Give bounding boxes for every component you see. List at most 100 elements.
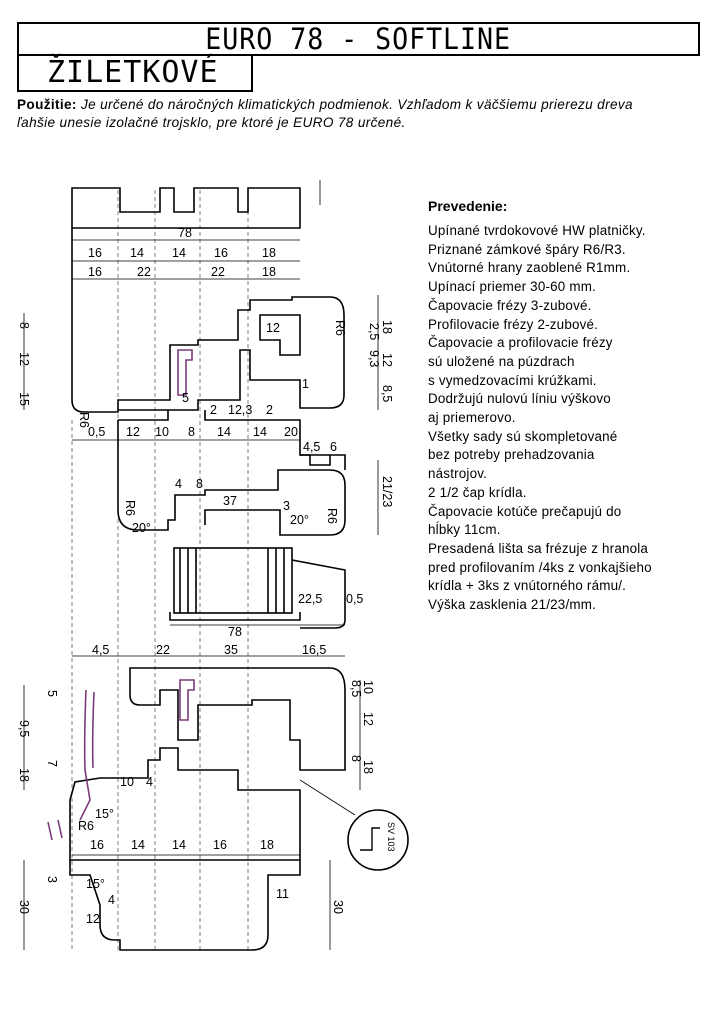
dimension-label: 16	[90, 838, 104, 852]
details-line: krídla + 3ks z vnútorného rámu/.	[428, 578, 627, 594]
details-line: Presadená lišta sa frézuje z hranola	[428, 540, 649, 556]
lower-frame-profile	[129, 667, 346, 771]
upper-frame-profile	[71, 228, 345, 413]
dimension-label: 8	[349, 755, 363, 762]
dimension-label: 4	[146, 775, 153, 789]
details-line: Upínací priemer 30-60 mm.	[428, 279, 596, 295]
dimension-label: 15°	[86, 877, 105, 891]
dimension-label: 18	[262, 246, 276, 260]
details-line: Výška zasklenia 21/23/mm.	[428, 597, 596, 613]
dimension-label: 3	[45, 876, 59, 883]
dimension-label: 12	[361, 712, 375, 726]
details-line: Priznané zámkové špáry R6/R3.	[428, 241, 626, 257]
dimension-label: 35	[224, 643, 238, 657]
dimension-label: 9,5	[17, 720, 31, 737]
dimension-label: 30	[331, 900, 345, 914]
detail-circle	[347, 809, 409, 871]
dimension-label: 0,5	[88, 425, 105, 439]
dimension-label: 8	[17, 322, 31, 329]
details-heading: Prevedenie:	[428, 198, 508, 214]
dimension-label: 7	[45, 760, 59, 767]
details-line: 2 1/2 čap krídla.	[428, 484, 527, 500]
center-lines	[71, 190, 249, 950]
dimension-label: 11	[276, 887, 289, 901]
usage-text-1: Je určené do náročných klimatických podm…	[80, 97, 633, 112]
dimension-label: 14	[131, 838, 145, 852]
dimension-label: 1	[302, 377, 309, 391]
upper-gasket	[177, 349, 193, 396]
dimension-label: 4,5	[92, 643, 109, 657]
dimension-label: 4,5	[303, 440, 320, 454]
dimension-label: 14	[172, 246, 186, 260]
dimension-label: 10	[155, 425, 169, 439]
usage-paragraph: Použitie: Je určené do náročných klimati…	[17, 96, 705, 132]
lower-gasket	[179, 679, 195, 721]
dimension-label: 15	[17, 392, 31, 406]
dimension-label: 12	[126, 425, 140, 439]
lower-bead	[169, 559, 346, 629]
dimension-label: 3	[283, 499, 290, 513]
dimension-label: 8,5	[380, 385, 394, 402]
dimension-label: 2	[266, 403, 273, 417]
details-line: Dodržujú nulovú líniu výškovo	[428, 391, 611, 407]
dimension-label: 8	[196, 477, 203, 491]
usage-text-2: ľahšie unesie izolačné trojsklo, pre kto…	[17, 115, 406, 130]
dimension-label: 14	[217, 425, 231, 439]
dimension-label: 18	[262, 265, 276, 279]
dimension-label: 30	[17, 900, 31, 914]
dimension-label: 18	[260, 838, 274, 852]
divider	[253, 54, 700, 56]
dimension-label: 9,3	[367, 350, 381, 367]
dimension-label: 20°	[132, 521, 151, 535]
middle-sash-top	[118, 410, 346, 470]
dimension-label: 12	[86, 912, 100, 926]
sill-profile	[69, 747, 301, 861]
dimension-label: 12	[266, 321, 280, 335]
drip-rail	[47, 689, 95, 841]
dimension-label: 8	[188, 425, 195, 439]
details-list: Prevedenie: Upínané tvrdokovové HW platn…	[428, 198, 708, 615]
dimension-label: 18	[380, 320, 394, 334]
dimension-label: 20°	[290, 513, 309, 527]
document-title: EURO 78 - SOFTLINE	[205, 22, 512, 56]
details-line: Čapovacie a profilovacie frézy	[428, 335, 613, 351]
details-line: Všetky sady sú skompletované	[428, 428, 618, 444]
details-lines: Upínané tvrdokovové HW platničky.Priznan…	[428, 222, 708, 615]
dimension-label: 12,3	[228, 403, 252, 417]
dimension-label: 37	[223, 494, 237, 508]
dimension-label: 4	[108, 893, 115, 907]
document-subtitle: ŽILETKOVÉ	[47, 55, 219, 90]
dimension-label: 10	[120, 775, 134, 789]
dimension-label: 78	[178, 226, 192, 240]
upper-frame-step	[259, 314, 301, 356]
dimension-label: 14	[130, 246, 144, 260]
dimension-label: 22	[137, 265, 151, 279]
details-line: Čapovacie kotúče prečapujú do	[428, 503, 622, 519]
details-line: hĺbky 11cm.	[428, 522, 501, 538]
dimension-label: 22	[211, 265, 225, 279]
dimension-label: 16	[88, 246, 102, 260]
subtitle-box: ŽILETKOVÉ	[17, 56, 253, 92]
dimension-label: 5	[182, 391, 189, 405]
dimension-lines	[23, 180, 379, 950]
details-line: pred profilovaním /4ks z vonkajšieho	[428, 559, 652, 575]
top-profile	[71, 187, 301, 229]
glazing-bead	[300, 454, 331, 466]
dimension-label: 12	[380, 353, 394, 367]
dimension-label: 20	[284, 425, 298, 439]
dimension-label: 78	[228, 625, 242, 639]
dimension-label: 18	[17, 768, 31, 782]
dimension-label: 22	[156, 643, 170, 657]
dimension-label: 16,5	[302, 643, 326, 657]
details-line: Vnútorné hrany zaoblené R1mm.	[428, 260, 631, 276]
dimension-label: 5	[45, 690, 59, 697]
dimension-label: 15°	[95, 807, 114, 821]
bottom-frame	[69, 860, 301, 951]
dimension-label: R6	[78, 819, 94, 833]
dimension-label: R6	[325, 508, 339, 524]
dimension-label: 6	[330, 440, 337, 454]
glazing-unit	[173, 547, 293, 614]
dimension-label: 8,5	[349, 680, 363, 697]
dimension-label: 16	[213, 838, 227, 852]
